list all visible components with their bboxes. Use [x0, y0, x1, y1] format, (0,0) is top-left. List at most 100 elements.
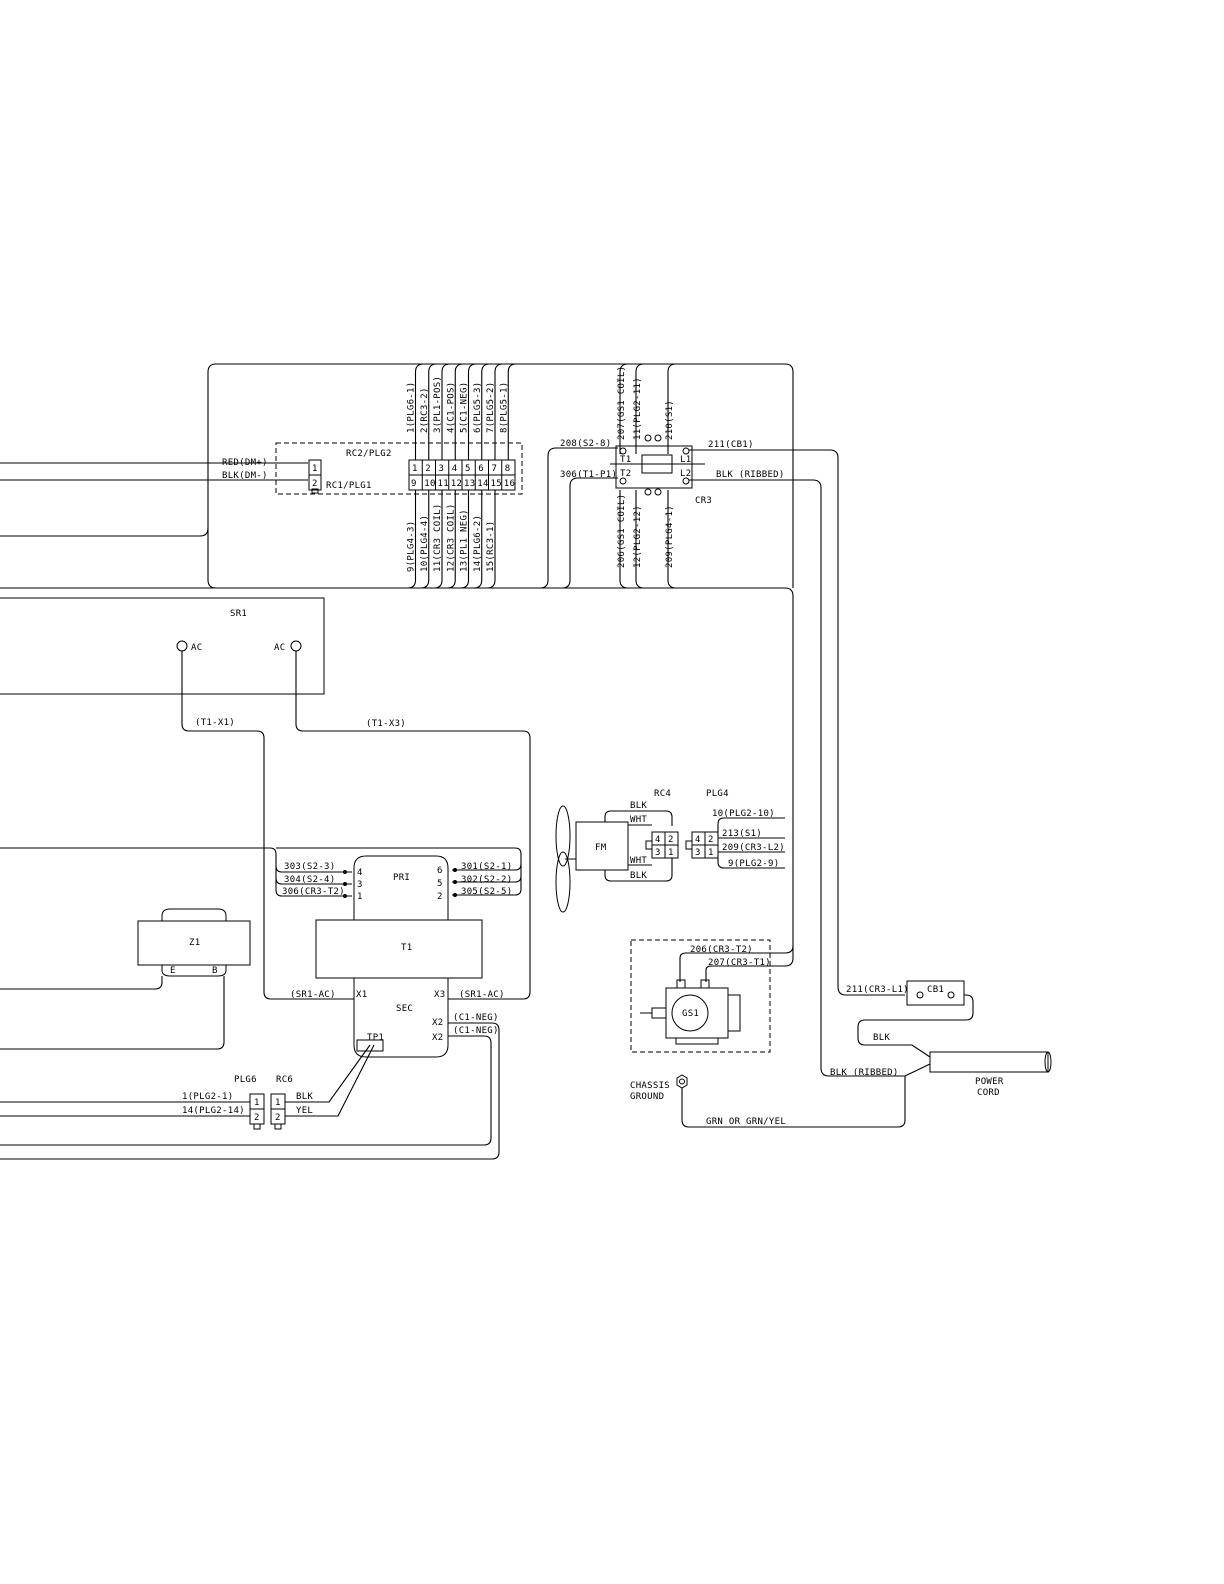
sec-label: SEC: [396, 1004, 413, 1014]
x3-label: X3: [434, 990, 445, 1000]
w9-label: 9(PLG2-9): [728, 859, 779, 869]
cb1-breaker: CB1: [857, 980, 974, 1058]
rc2-top-wire: [481, 363, 490, 460]
rc2-bottom-wire-label: 13(PL1 NEG): [460, 509, 470, 572]
fm-wht-top: WHT: [630, 815, 647, 825]
rc2-top-wire-label: 7(PLG5-2): [486, 382, 496, 433]
plg6-pin-1: 1: [254, 1098, 260, 1108]
rc2-pin-bottom: 9: [411, 479, 417, 489]
rc4-pin-1: 1: [668, 848, 674, 858]
w303-label: 303(S2-3): [284, 862, 335, 872]
rc2-pin-top: 2: [425, 464, 431, 474]
rc2-top-wire-label: 5(C1-NEG): [460, 382, 470, 433]
w306-label: 306(T1-P1): [560, 470, 617, 480]
rc2-pin-bottom: 15: [491, 479, 502, 489]
w301-label: 301(S2-1): [461, 862, 512, 872]
rc2-top-wire-label: 4(C1-POS): [446, 382, 456, 433]
tp1-label: TP1: [367, 1033, 384, 1043]
w304-label: 304(S2-4): [284, 875, 335, 885]
rc2-pin-top: 1: [412, 464, 418, 474]
pri-pin-6: 6: [437, 866, 443, 876]
rc2-vertical-wires: 1(PLG6-1)2(RC3-2)3(PL1-POS)4(C1-POS)5(C1…: [407, 363, 517, 589]
rc2-pin-top: 4: [452, 464, 458, 474]
cr3-t1: T1: [620, 455, 631, 465]
x2b-label: X2: [432, 1033, 443, 1043]
z1-e-label: E: [170, 966, 176, 976]
rc2-bottom-wire: [420, 490, 430, 589]
rc4-pin-2: 2: [668, 835, 674, 845]
red-dm-label: RED(DM+): [222, 458, 268, 468]
rc6-pin-1: 1: [275, 1098, 281, 1108]
cr3-label: CR3: [695, 496, 712, 506]
rc2-top-wire-label: 8(PLG5-1): [499, 382, 509, 433]
fm-wht-bot: WHT: [630, 856, 647, 866]
rc2-pin-bottom: 12: [451, 479, 462, 489]
rc2-top-wire: [441, 363, 451, 460]
gs1-label: GS1: [682, 1009, 699, 1019]
top-harness: [0, 363, 794, 946]
rc2-pin-bottom: 14: [477, 479, 488, 489]
fm-blk-bot: BLK: [630, 871, 647, 881]
sr1-ac-right-label: (SR1-AC): [459, 990, 505, 1000]
cr3-t2: T2: [620, 469, 631, 479]
w213-label: 213(S1): [722, 829, 762, 839]
rc2-bottom-wire-label: 15(RC3-1): [486, 521, 496, 572]
blk-ribbed-top-label: BLK (RIBBED): [716, 470, 785, 480]
c1-neg-b-label: (C1-NEG): [453, 1026, 499, 1036]
gs1-gas-valve: GS1: [630, 939, 794, 1053]
cr3-vertical-labels: 207(GS1 COIL)11(PLG2-11)210(S1)206(GS1 C…: [617, 366, 675, 568]
rc6-pin-2: 2: [275, 1113, 281, 1123]
pri-pin-2: 2: [437, 892, 443, 902]
rc2-top-wire: [494, 363, 504, 460]
cr3-relay: T1 T2 L1 L2 CR3: [539, 363, 905, 1077]
rc2-top-wire: [428, 363, 437, 460]
w305-label: 305(S2-5): [461, 887, 512, 897]
rc2-top-wire: [454, 363, 464, 460]
sr1-ac-left-label: (SR1-AC): [290, 990, 336, 1000]
fan-motor: FM: [555, 805, 673, 913]
cr3-bottom-wire-label: 12(PLG2-12): [633, 505, 643, 568]
plg4-pin-1: 1: [708, 848, 714, 858]
rc2-pin-bottom: 11: [438, 479, 449, 489]
cr3-top-wire-label: 210(S1): [665, 400, 675, 440]
x2a-label: X2: [432, 1018, 443, 1028]
plg6-pin-2: 2: [254, 1113, 260, 1123]
rc2-top-wire-label: 3(PL1-POS): [433, 376, 443, 433]
rc2-pin-top: 7: [492, 464, 498, 474]
rc2-pin-top: 6: [478, 464, 484, 474]
rc1-plg1-connector: 1 2 RC1/PLG1: [308, 459, 371, 494]
left-mid-wires: [0, 847, 522, 897]
pri-pin-3: 3: [357, 880, 363, 890]
rc2-top-wire: [467, 363, 477, 460]
t1-transformer: PRI 4 3 1 6 5 2 T1 SEC X1 X3 X2 X2 TP1: [315, 855, 483, 1058]
cr3-top-wire-label: 207(GS1 COIL): [617, 366, 627, 440]
sr1-ac-left: AC: [191, 643, 202, 653]
plg4-pin-3: 3: [695, 848, 701, 858]
plg4-pin-4: 4: [695, 835, 701, 845]
rc2-pin-top: 3: [439, 464, 445, 474]
rc2-bottom-wire-label: 12(CR3 COIL): [446, 503, 456, 572]
rc2-pin-bottom: 16: [504, 479, 515, 489]
rc2-bottom-wire-label: 14(PLG6-2): [473, 515, 483, 572]
rc2-top-wire: [414, 363, 424, 460]
z1-component: Z1 E B: [0, 908, 251, 1050]
plg4-wires: [717, 817, 785, 869]
rc2-top-wire: [507, 363, 517, 460]
blk-ribbed-bottom-label: BLK (RIBBED): [830, 1068, 899, 1078]
rc2-bottom-wire-label: 10(PLG4-4): [420, 515, 430, 572]
blk-plg6-label: BLK: [296, 1092, 313, 1102]
c1-neg-wire-a: [0, 1022, 500, 1160]
w209-label: 209(CR3-L2): [722, 843, 785, 853]
grn-yel-label: GRN OR GRN/YEL: [706, 1117, 786, 1127]
rc2-pin-bottom: 13: [464, 479, 475, 489]
z1-label: Z1: [189, 938, 200, 948]
fm-blk-top: BLK: [630, 801, 647, 811]
z1-b-label: B: [212, 966, 218, 976]
cr3-l1: L1: [680, 455, 691, 465]
rc6-label: RC6: [276, 1075, 293, 1085]
power-cord-label-2: CORD: [977, 1088, 1000, 1098]
rc2-top-wire-label: 2(RC3-2): [420, 387, 430, 433]
rc2-bottom-wire: [460, 490, 470, 589]
w1-plg2-label: 1(PLG2-1): [182, 1092, 233, 1102]
